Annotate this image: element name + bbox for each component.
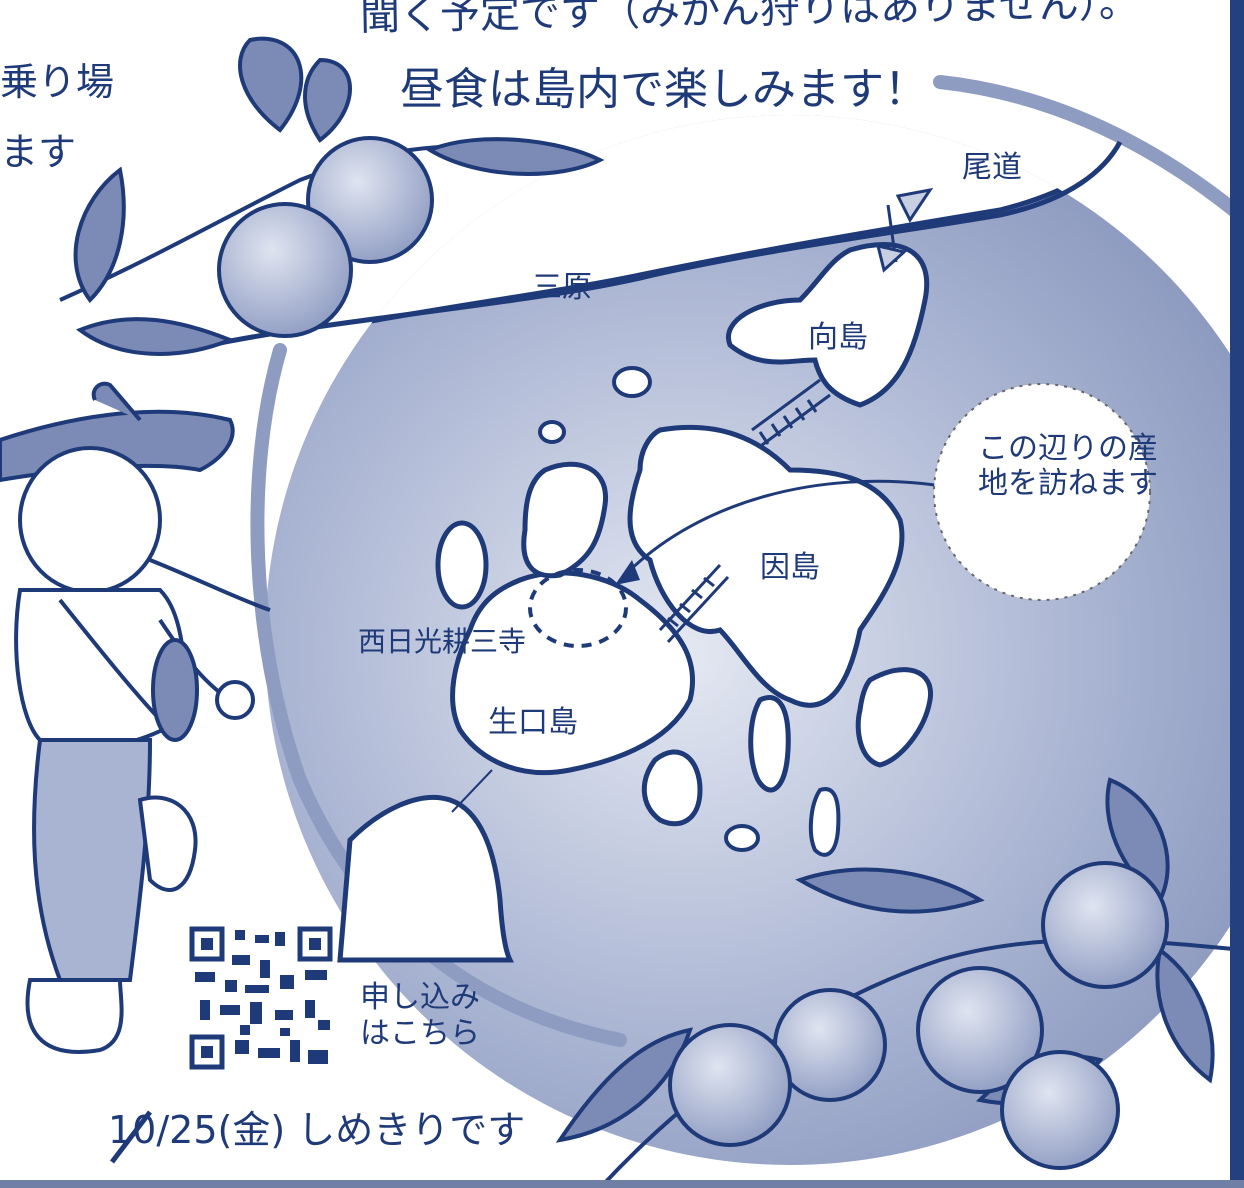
small-island-f (748, 695, 791, 793)
ikuchijima-island (450, 570, 696, 776)
callout-circle (933, 383, 1151, 601)
southwest-land (337, 794, 515, 963)
production-area-dashed (528, 568, 628, 648)
intro-line-2: 昼食は島内で楽しみます！ (400, 64, 928, 115)
callout-arrow (623, 479, 936, 577)
deadline-text: 10/25(金) しめきりです (108, 1108, 526, 1152)
hiker-girl (0, 381, 271, 1054)
label-innoshima: 因島 (760, 550, 820, 585)
qr-code-icon (188, 925, 334, 1071)
small-island-d (435, 520, 489, 610)
small-island-a (521, 461, 609, 579)
label-kosanji: 西日光耕三寺 (358, 625, 527, 658)
small-island-i (855, 667, 934, 768)
map-ring-left (250, 343, 627, 1047)
small-island-c (538, 420, 566, 444)
label-ikuchijima: 生口島 (488, 705, 578, 740)
orange-branch-top (59, 36, 605, 356)
map-ring (933, 75, 1244, 222)
innoshima-island (627, 424, 905, 708)
label-onomichi: 尾道 (962, 150, 1022, 185)
label-mukaishima: 向島 (808, 320, 868, 355)
bridge-icon (658, 378, 831, 644)
label-mihara: 三原 (532, 270, 592, 305)
right-border (1230, 0, 1244, 1188)
apply-text: 申し込みはこちら (360, 980, 480, 1051)
flag-icon (875, 187, 934, 273)
small-island-b (612, 366, 652, 398)
boarding-text: 乗り場 (0, 60, 115, 104)
boarding-text-2: ます (0, 130, 77, 174)
mukaishima-island (725, 241, 930, 408)
small-island-e (641, 749, 703, 827)
bottom-border (0, 1180, 1244, 1188)
callout-text: この辺りの産地を訪ねます (978, 431, 1158, 501)
orange-branch-bottom (555, 777, 1244, 1188)
mainland-coast (209, 140, 1123, 348)
deadline-slash (110, 1110, 152, 1164)
arrow-head (615, 560, 640, 585)
small-island-h (808, 787, 841, 857)
small-island-g (724, 824, 760, 852)
